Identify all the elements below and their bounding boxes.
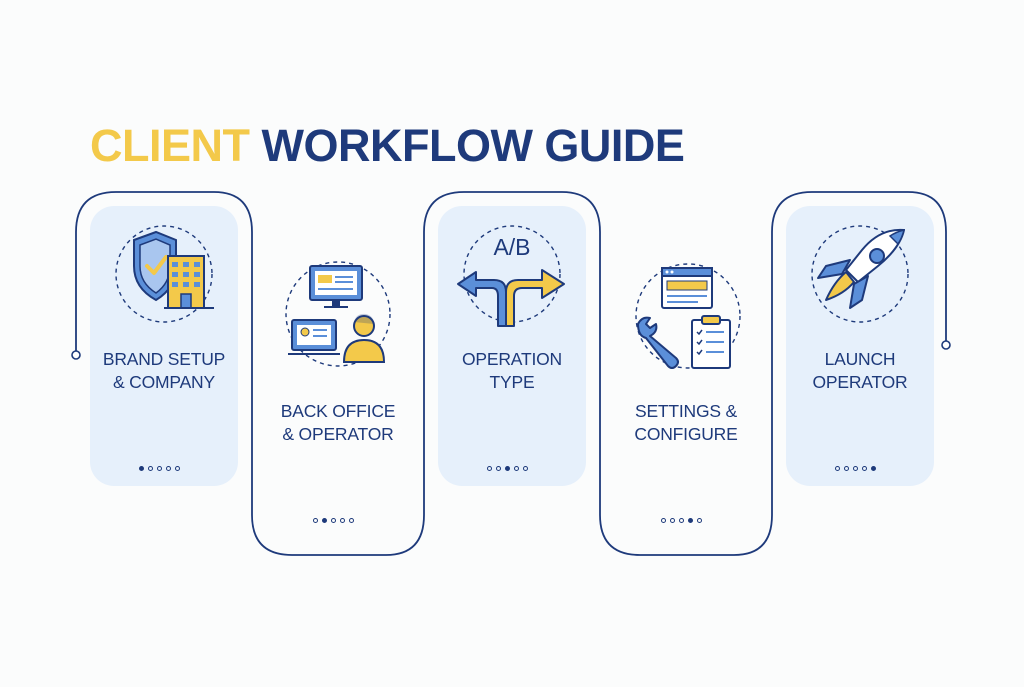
step-label: BRAND SETUP& COMPANY <box>102 349 226 392</box>
title-main-words: WORKFLOW GUIDE <box>261 120 685 171</box>
progress-dot <box>505 466 510 471</box>
progress-dot <box>487 466 492 471</box>
step-card-fill <box>438 206 586 486</box>
progress-dot <box>514 466 519 471</box>
monitor-operator-icon <box>285 261 391 367</box>
step-progress-dots <box>313 518 354 523</box>
end-node <box>941 340 951 350</box>
progress-dot <box>349 518 354 523</box>
progress-dot <box>862 466 867 471</box>
step-progress-dots <box>835 466 876 471</box>
progress-dot <box>139 466 144 471</box>
progress-dot <box>340 518 345 523</box>
step-progress-dots <box>661 518 702 523</box>
progress-dot <box>697 518 702 523</box>
progress-dot <box>175 466 180 471</box>
progress-dot <box>322 518 327 523</box>
progress-dot <box>835 466 840 471</box>
start-node <box>71 350 81 360</box>
shield-building-icon <box>115 225 214 323</box>
progress-dot <box>679 518 684 523</box>
progress-dot <box>331 518 336 523</box>
progress-dot <box>313 518 318 523</box>
progress-dot <box>871 466 876 471</box>
step-progress-dots <box>139 466 180 471</box>
progress-dot <box>688 518 693 523</box>
step-progress-dots <box>487 466 528 471</box>
rocket-icon <box>811 225 909 323</box>
progress-dot <box>157 466 162 471</box>
progress-dot <box>670 518 675 523</box>
progress-dot <box>853 466 858 471</box>
progress-dot <box>661 518 666 523</box>
step-label: BACK OFFICE& OPERATOR <box>280 401 396 444</box>
progress-dot <box>844 466 849 471</box>
progress-dot <box>496 466 501 471</box>
progress-dot <box>523 466 528 471</box>
progress-dot <box>148 466 153 471</box>
title-accent-word: CLIENT <box>90 120 250 171</box>
progress-dot <box>166 466 171 471</box>
ab-label: A/B <box>493 234 530 260</box>
ab-split-arrows-icon: A/B <box>457 225 565 327</box>
wrench-clipboard-icon <box>635 263 741 369</box>
step-label: SETTINGS &CONFIGURE <box>634 401 738 444</box>
